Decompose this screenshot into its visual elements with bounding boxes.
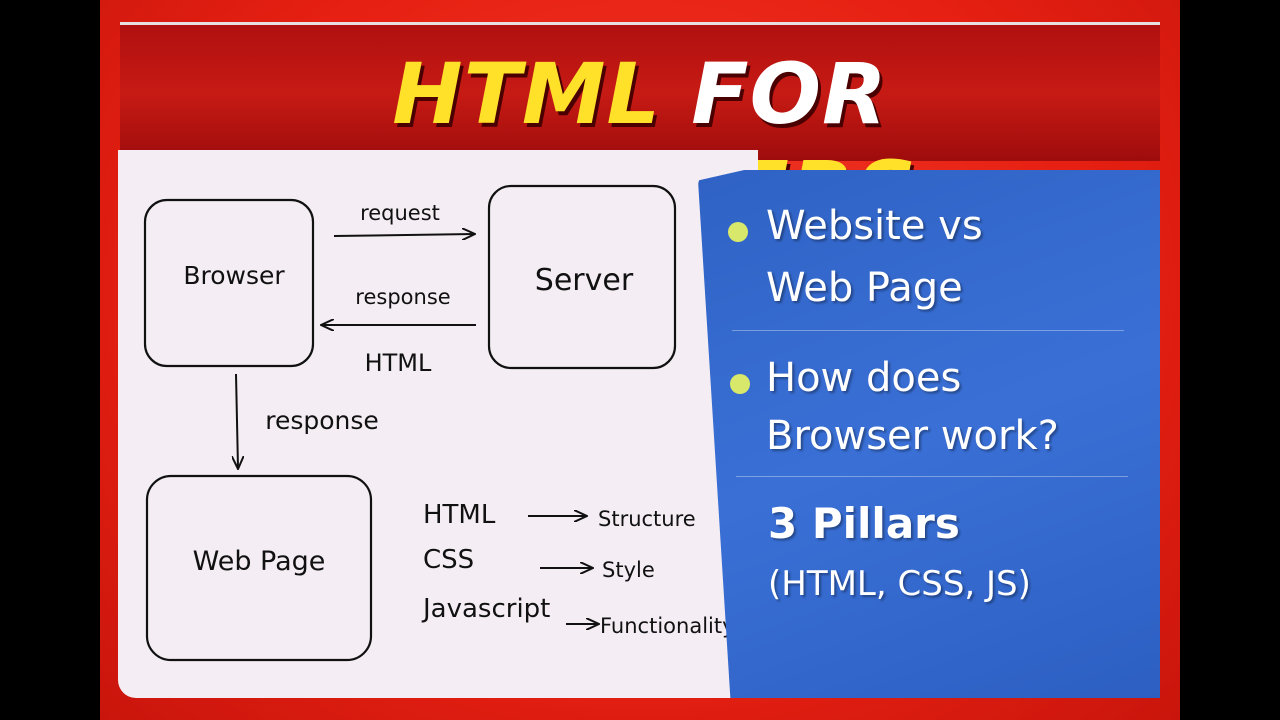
pillar-html-role: Structure bbox=[598, 507, 696, 531]
bullet-1: Website vs Web Page bbox=[766, 198, 983, 316]
server-box bbox=[487, 184, 677, 370]
bullet-1-line-2: Web Page bbox=[766, 265, 963, 311]
title-word-html: HTML bbox=[392, 45, 661, 143]
response-label-down: response bbox=[265, 406, 379, 435]
browser-server-diagram: Browser Server request response HTML res… bbox=[143, 184, 735, 662]
browser-label: Browser bbox=[183, 261, 285, 290]
diagram-panel bbox=[118, 150, 758, 698]
bullet-3: 3 Pillars (HTML, CSS, JS) bbox=[768, 496, 1031, 612]
bullet-1-line-1: Website vs bbox=[766, 203, 983, 249]
browser-box bbox=[143, 198, 315, 368]
bullet-2-line-1: How does bbox=[766, 355, 962, 401]
pillar-js-role: Functionality bbox=[600, 614, 735, 638]
bullet-dot-1 bbox=[728, 222, 748, 242]
title-word-for: FOR bbox=[691, 45, 888, 143]
response-label-top: response bbox=[355, 285, 450, 309]
request-label: request bbox=[360, 201, 440, 225]
web-page-box bbox=[145, 474, 373, 662]
web-page-label: Web Page bbox=[193, 546, 326, 577]
pillar-css-label: CSS bbox=[423, 545, 474, 575]
pillar-js-label: Javascript bbox=[421, 594, 550, 624]
bullet-dot-2 bbox=[730, 374, 750, 394]
thumbnail-frame: HTML FOR BEGINNERS Browser Server reques… bbox=[100, 0, 1180, 720]
pillar-css-role: Style bbox=[602, 558, 655, 582]
bullet-panel bbox=[698, 170, 1160, 698]
html-label: HTML bbox=[365, 349, 432, 377]
request-arrow bbox=[333, 234, 474, 236]
bullet-2: How does Browser work? bbox=[766, 350, 1059, 464]
server-label: Server bbox=[535, 263, 634, 298]
bullet-3-line-2: (HTML, CSS, JS) bbox=[768, 564, 1031, 604]
response-arrow-down bbox=[236, 373, 238, 468]
bullet-2-line-2: Browser work? bbox=[766, 413, 1059, 459]
bullet-3-line-1: 3 Pillars bbox=[768, 499, 960, 548]
pillar-html-label: HTML bbox=[423, 500, 496, 530]
bullet-separator-2 bbox=[736, 476, 1128, 477]
bullet-separator-1 bbox=[732, 330, 1124, 331]
